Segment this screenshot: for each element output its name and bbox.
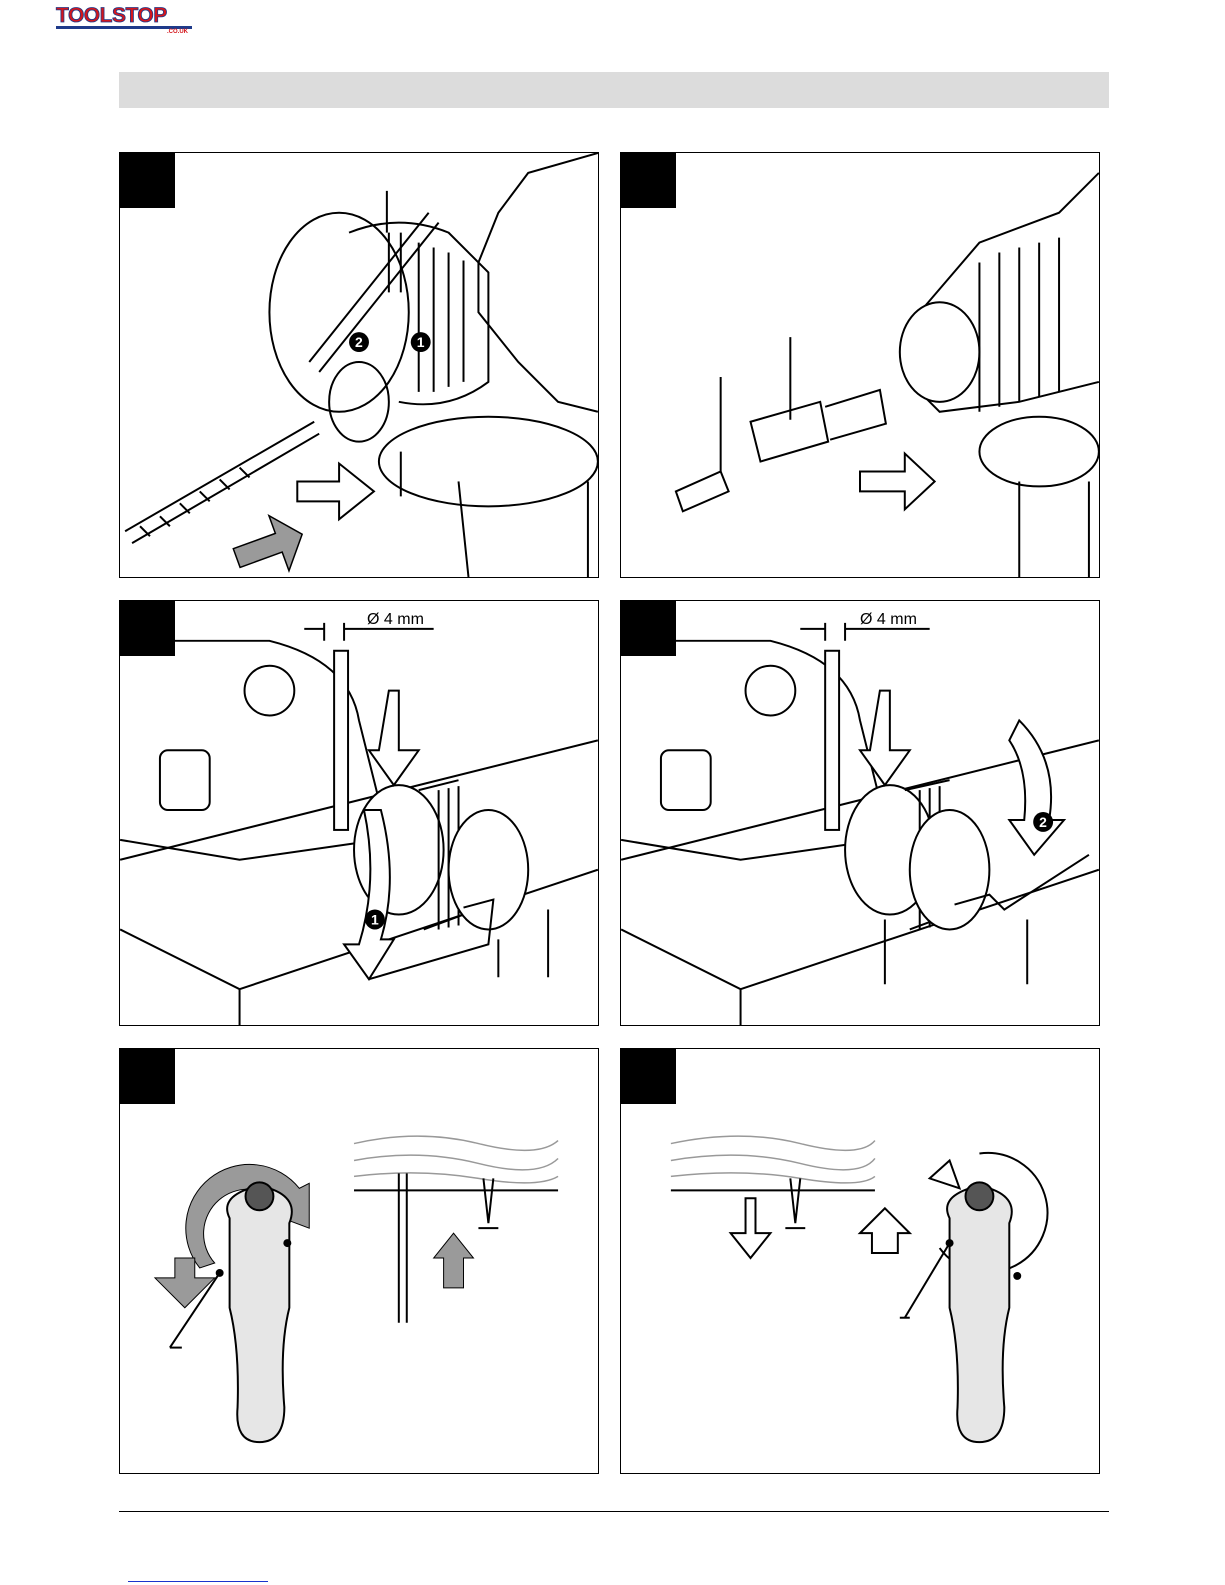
figure-panel-rotation-left [620,1048,1100,1474]
rotation-left-handle-illustration [621,1049,1099,1473]
chuck-lock-hex-key-illustration: 2 [621,601,1099,1025]
figure-panel-rotation-right [119,1048,599,1474]
keyed-chuck-removal-illustration: 2 1 [120,153,598,577]
figure-panel-bit-holder [620,152,1100,578]
rotation-right-handle-illustration [120,1049,598,1473]
footer-link-underline[interactable] [128,1581,268,1582]
figure-panel-chuck-unlock: Ø 4 mm 1 [119,600,599,1026]
section-header-bar [119,72,1109,108]
svg-text:2: 2 [355,334,363,350]
figure-panel-chuck-lock: Ø 4 mm 2 [620,600,1100,1026]
screwdriver-bit-holder-illustration [621,153,1099,577]
chuck-unlock-hex-key-illustration: 1 [120,601,598,1025]
figure-panel-keyed-chuck: 2 1 [119,152,599,578]
svg-text:TOOLSTOP: TOOLSTOP [56,4,167,27]
svg-text:.CO.UK: .CO.UK [167,29,189,34]
footer-rule [119,1511,1109,1512]
svg-text:2: 2 [1039,814,1047,830]
toolstop-logo: TOOLSTOP .CO.UK [54,2,196,34]
svg-text:1: 1 [417,334,425,350]
svg-text:1: 1 [371,911,379,927]
